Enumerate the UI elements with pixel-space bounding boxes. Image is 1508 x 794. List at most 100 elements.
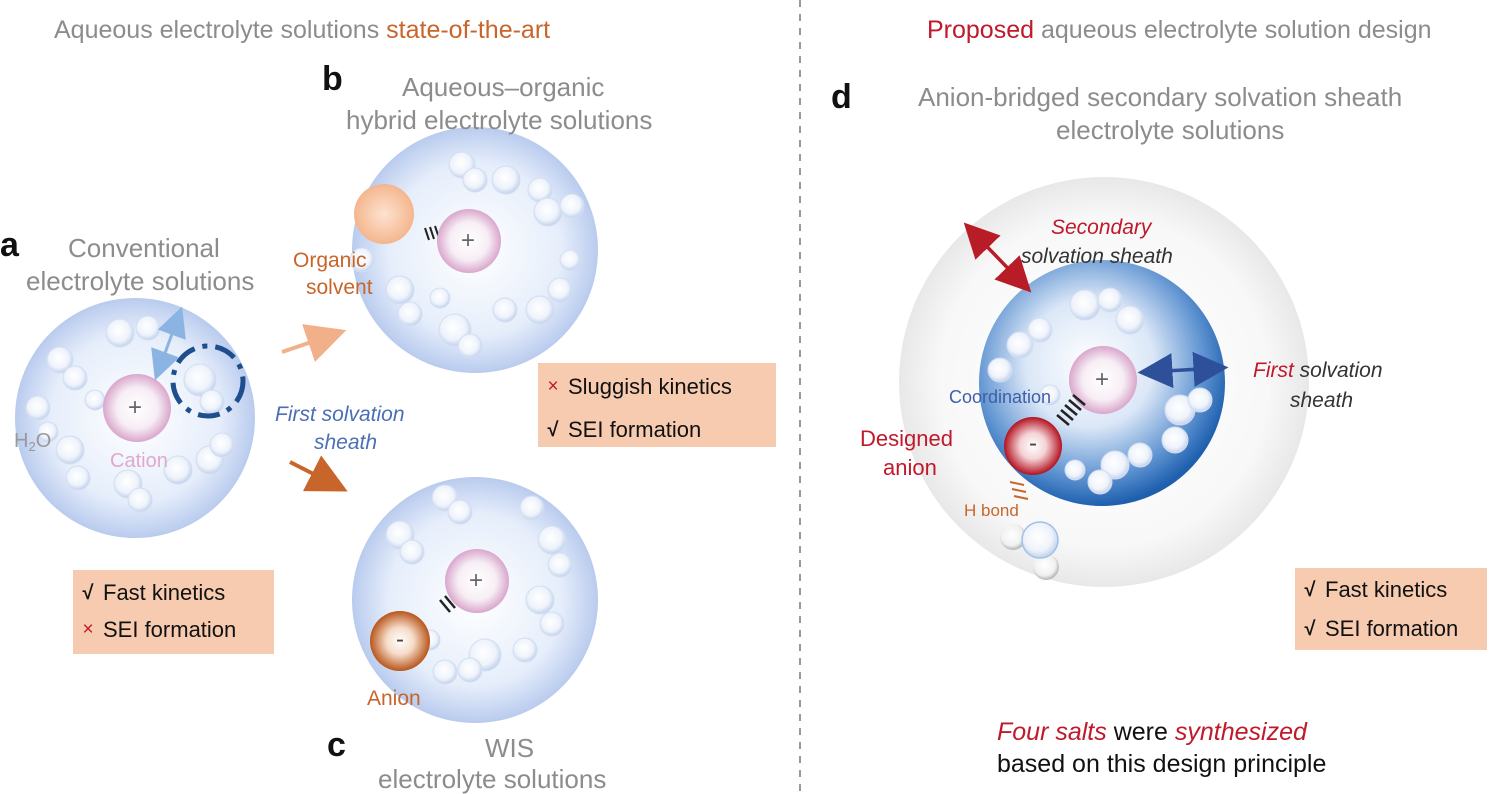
water-molecule [1000, 521, 1059, 580]
panel-d-first-sheath-line1: First solvation [1253, 360, 1383, 381]
water-sphere [65, 465, 91, 491]
water-sphere [447, 499, 473, 525]
secondary-sheath-label-line1: Secondary [1051, 216, 1152, 239]
arrow-to-panel-b [281, 324, 347, 362]
panel-d-property-box: √ Fast kinetics √SEI formation [1295, 568, 1487, 650]
panel-b-cation [437, 209, 501, 273]
left-header-highlight: state-of-the-art [386, 16, 551, 44]
water-sphere [525, 585, 555, 615]
panel-a-cation-label: Cation [110, 450, 168, 472]
coordination-label: Coordination [949, 387, 1052, 407]
panel-d-box-row-2: √SEI formation [1295, 616, 1487, 642]
water-sphere [349, 247, 375, 273]
water-sphere [987, 357, 1013, 383]
footer-line1: Four salts were synthesized [997, 720, 1307, 745]
panel-b-box-row-1: ×Sluggish kinetics [538, 374, 776, 400]
panel-d-cation-sign: + [1095, 366, 1110, 393]
water-sphere [163, 455, 193, 485]
cross-icon: × [547, 376, 559, 397]
water-sphere [547, 277, 573, 303]
panel-b-cation-sign: + [461, 227, 476, 254]
panel-a-sheath-arrow [151, 306, 186, 381]
check-icon: √ [547, 418, 559, 441]
panel-d-box-text-1: Fast kinetics [1325, 577, 1448, 602]
panel-a-box-text-1: Fast kinetics [103, 580, 226, 605]
water-sphere [457, 333, 483, 359]
panel-a-title-line1: Conventional [68, 233, 220, 263]
designed-anion-label-line1: Designed [860, 426, 953, 451]
water-sphere [37, 421, 59, 443]
water-label-o: O [35, 430, 52, 452]
water-sphere [399, 539, 425, 565]
panel-a-cation-sign: + [128, 394, 143, 421]
water-sphere [547, 552, 573, 578]
water-sphere [1100, 450, 1130, 480]
water-sphere [491, 165, 521, 195]
water-label-h: H [14, 430, 29, 452]
water-sphere [457, 657, 483, 683]
water-sphere [46, 346, 74, 374]
panel-c-anion [370, 611, 430, 671]
water-sphere [1097, 287, 1123, 313]
water-sphere [1187, 387, 1213, 413]
water-label: H2O [14, 431, 51, 453]
left-header-prefix: Aqueous electrolyte solutions [54, 16, 387, 44]
hbond-label: H bond [964, 501, 1019, 520]
secondary-sheath-arrow [963, 222, 1032, 293]
water-sphere [1039, 384, 1061, 406]
first-sheath-dashed-ring [170, 343, 246, 419]
water-sphere [539, 611, 565, 637]
first-sheath-label-line2: sheath [314, 431, 378, 454]
coordination-bond [1056, 394, 1086, 426]
panel-c-sphere [352, 477, 598, 723]
panel-a-box-row-1: √Fast kinetics [73, 580, 274, 606]
panel-d-letter: d [831, 78, 852, 116]
panel-a-sphere [15, 298, 255, 538]
panel-d-cation [1069, 346, 1137, 414]
water-sphere [559, 249, 581, 271]
organic-solvent-label-line1: Organic [293, 249, 367, 272]
panel-c-cation [445, 549, 509, 613]
water-sphere [1087, 469, 1113, 495]
water-sphere [1064, 459, 1086, 481]
water-sphere [1006, 331, 1034, 359]
panel-a-letter: a [0, 226, 19, 264]
water-sphere [209, 432, 235, 458]
water-sphere [1127, 442, 1153, 468]
right-header-suffix: aqueous electrolyte solution design [1034, 16, 1432, 44]
panel-d-first-sheath-line2: sheath [1290, 389, 1354, 412]
water-sphere [55, 435, 85, 465]
panel-b-box-row-2: √SEI formation [538, 417, 776, 443]
organic-solvent-label-line2: solvent [306, 276, 373, 299]
hbond-marks [1009, 481, 1029, 500]
water-sphere [62, 365, 88, 391]
panel-c-letter: c [327, 726, 346, 764]
panel-d-box-text-2: SEI formation [1325, 616, 1459, 641]
water-sphere [385, 275, 415, 305]
panel-a-box-row-2: ×SEI formation [73, 617, 274, 643]
water-sphere [492, 297, 518, 323]
water-sphere [512, 637, 538, 663]
panel-b-title-line2: hybrid electrolyte solutions [346, 105, 653, 135]
footer-red-2: synthesized [1174, 718, 1307, 746]
check-icon: √ [1304, 578, 1316, 601]
panel-a-title-line2: electrolyte solutions [26, 266, 255, 296]
water-sphere [199, 389, 225, 415]
water-sphere [525, 295, 555, 325]
water-sphere [397, 301, 423, 327]
water-sphere [127, 487, 153, 513]
water-sphere [1115, 305, 1145, 335]
panel-a-box-text-2: SEI formation [103, 617, 237, 642]
panel-d-title-line1: Anion-bridged secondary solvation sheath [918, 82, 1403, 112]
water-sphere [25, 395, 51, 421]
water-sphere [559, 193, 585, 219]
panel-b-sphere [349, 127, 598, 373]
first-sheath-label-line1: First solvation [275, 403, 405, 426]
panel-c-anion-sign: - [396, 626, 404, 653]
panel-d-title-line2: electrolyte solutions [1056, 115, 1285, 145]
anion-label: Anion [367, 687, 421, 710]
water-sphere [537, 525, 567, 555]
water-sphere [1069, 289, 1101, 321]
panel-a-cation [103, 374, 171, 442]
panel-c-title-line1: WIS [485, 733, 535, 763]
